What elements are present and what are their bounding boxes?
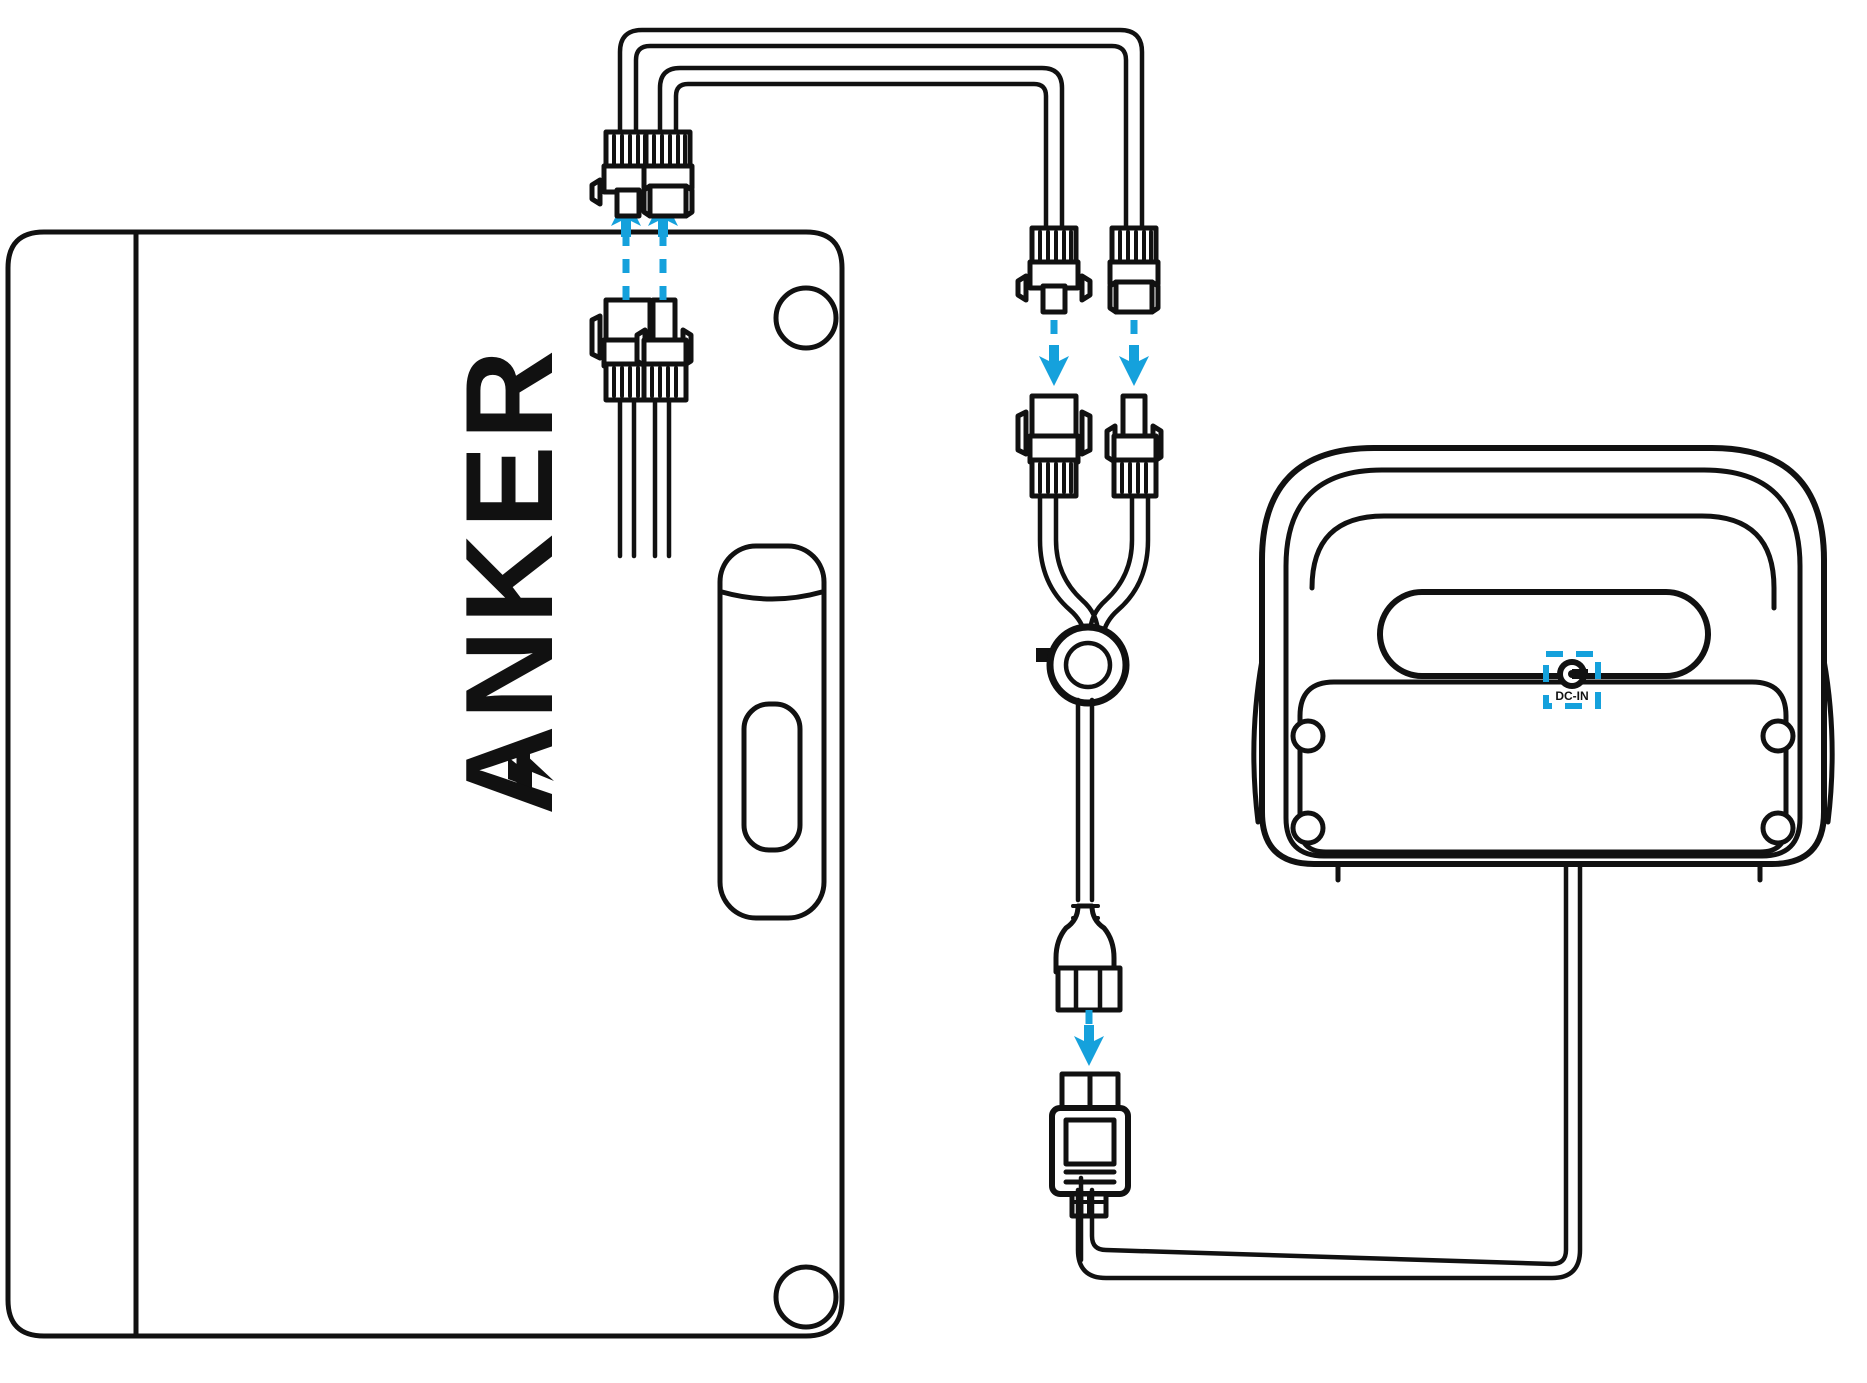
solar-panel-body xyxy=(5,229,845,1339)
mc4-connector-mid-upper-right xyxy=(1107,225,1161,315)
power-station xyxy=(1251,445,1835,883)
mc4-upper-left-pin xyxy=(614,187,642,219)
anker-bolt-icon xyxy=(508,753,554,788)
screw-hole-bottom-left xyxy=(1290,810,1326,846)
dc-in-port-highlight: DC-IN xyxy=(1543,651,1601,709)
power-station-feet xyxy=(1335,861,1763,883)
anker-logo: ANKER xyxy=(441,344,579,815)
loop-cable-outer xyxy=(617,27,1145,231)
pocket-window xyxy=(741,701,803,853)
trunk-cable xyxy=(1075,697,1095,903)
solar-panel xyxy=(5,229,845,1339)
mc4-connector-mid-lower-right xyxy=(1104,393,1164,499)
xt-plug-connector xyxy=(1053,903,1123,1013)
mc4-connector-mid-upper-left xyxy=(1015,225,1093,315)
arrow-mc4-right xyxy=(1119,320,1149,386)
power-station-handle-outer xyxy=(1309,513,1777,611)
mc4-connector-upper-right xyxy=(641,129,695,219)
grommet-bottom-right xyxy=(773,1264,839,1330)
dc-in-highlight-box xyxy=(1543,651,1601,709)
arrow-xt-plug xyxy=(1074,1010,1104,1066)
power-station-right-edge-hint xyxy=(1821,657,1835,825)
screw-hole-top-right xyxy=(1760,718,1796,754)
grommet-top-right xyxy=(773,285,839,351)
panel-mc4-cables xyxy=(617,395,672,559)
mc4-mid-upper-left-pin xyxy=(1040,283,1068,315)
power-station-handle-grip xyxy=(1377,589,1711,679)
screw-hole-bottom-right xyxy=(1760,810,1796,846)
y-splitter-junction xyxy=(1046,623,1130,707)
anker-logo-text: ANKER xyxy=(441,344,579,815)
pocket-seam xyxy=(719,589,825,602)
power-station-inner-shell xyxy=(1283,467,1803,859)
panel-cable-pocket xyxy=(717,543,827,921)
xt-socket-connector xyxy=(1049,1071,1131,1219)
dc-in-label: DC-IN xyxy=(1555,689,1588,703)
mc4-connector-mid-lower-left xyxy=(1015,393,1093,499)
power-station-left-edge-hint xyxy=(1251,657,1265,825)
dc-cable-route xyxy=(1075,797,1583,1281)
arrow-mc4-left xyxy=(1039,320,1069,386)
mc4-mid-lower-left-tip xyxy=(1029,393,1079,441)
screw-hole-top-left xyxy=(1290,718,1326,754)
loop-cable-inner xyxy=(657,65,1065,229)
mc4-connector-panel-right xyxy=(634,297,694,403)
